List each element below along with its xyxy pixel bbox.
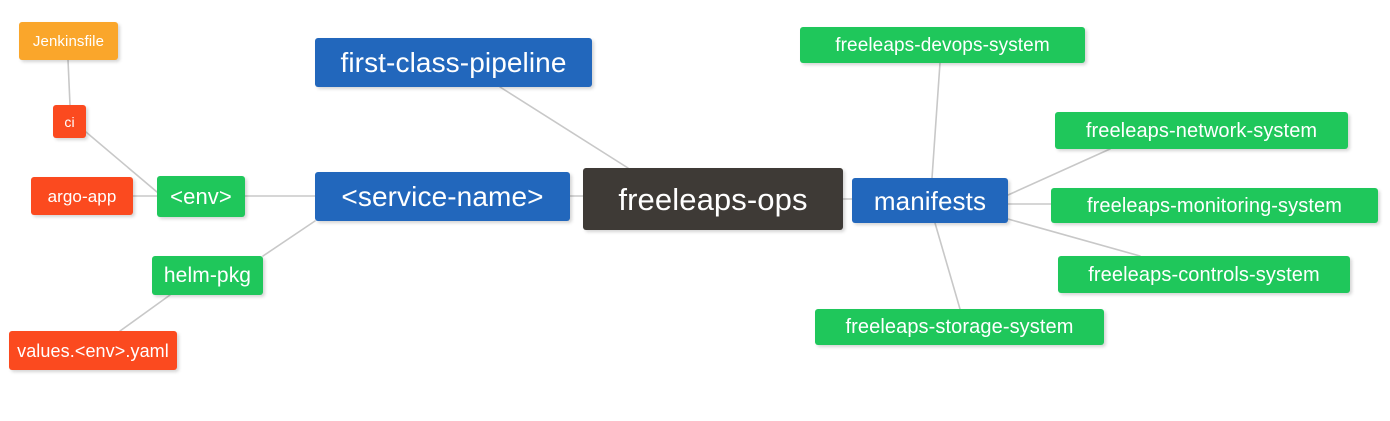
node-env[interactable]: <env> (157, 176, 245, 217)
node-label-service-name: <service-name> (341, 180, 544, 212)
node-label-freeleaps-ops: freeleaps-ops (618, 181, 808, 217)
node-label-first-class-pipeline: first-class-pipeline (340, 46, 567, 78)
node-label-env: <env> (170, 183, 232, 209)
node-first-class-pipeline[interactable]: first-class-pipeline (315, 38, 592, 87)
edge-jenkinsfile-to-ci (67, 59, 71, 106)
node-helm-pkg[interactable]: helm-pkg (152, 256, 263, 295)
node-ci[interactable]: ci (53, 105, 86, 138)
edge-first-class-pipeline-to-freeleaps-ops (499, 86, 629, 169)
node-freeleaps-ops[interactable]: freeleaps-ops (583, 168, 843, 230)
node-label-freeleaps-controls-system: freeleaps-controls-system (1088, 263, 1320, 286)
node-values-env-yaml[interactable]: values.<env>.yaml (9, 331, 177, 370)
node-freeleaps-devops-system[interactable]: freeleaps-devops-system (800, 27, 1085, 63)
node-manifests[interactable]: manifests (852, 178, 1008, 223)
node-freeleaps-storage-system[interactable]: freeleaps-storage-system (815, 309, 1104, 345)
node-freeleaps-monitoring-system[interactable]: freeleaps-monitoring-system (1051, 188, 1378, 223)
node-label-manifests: manifests (873, 185, 987, 216)
node-label-freeleaps-monitoring-system: freeleaps-monitoring-system (1086, 194, 1342, 217)
node-label-argo-app: argo-app (47, 186, 117, 206)
edge-service-name-to-helm-pkg (262, 220, 316, 257)
node-argo-app[interactable]: argo-app (31, 177, 133, 215)
node-label-freeleaps-devops-system: freeleaps-devops-system (835, 34, 1050, 56)
node-label-values-env-yaml: values.<env>.yaml (17, 340, 169, 361)
edge-ci-to-env (85, 131, 158, 193)
node-label-ci: ci (64, 113, 75, 130)
node-freeleaps-network-system[interactable]: freeleaps-network-system (1055, 112, 1348, 149)
edge-manifests-to-freeleaps-network-system (1007, 148, 1111, 196)
edge-manifests-to-freeleaps-controls-system (1007, 218, 1141, 257)
node-jenkinsfile[interactable]: Jenkinsfile (19, 22, 118, 60)
node-label-jenkinsfile: Jenkinsfile (32, 32, 105, 50)
node-label-freeleaps-storage-system: freeleaps-storage-system (845, 316, 1074, 338)
node-service-name[interactable]: <service-name> (315, 172, 570, 221)
edge-helm-pkg-to-values-env-yaml (119, 294, 171, 332)
node-label-helm-pkg: helm-pkg (163, 264, 252, 287)
edge-manifests-to-freeleaps-devops-system (931, 62, 941, 179)
edge-manifests-to-freeleaps-storage-system (934, 222, 961, 310)
node-freeleaps-controls-system[interactable]: freeleaps-controls-system (1058, 256, 1350, 293)
node-label-freeleaps-network-system: freeleaps-network-system (1085, 119, 1318, 142)
